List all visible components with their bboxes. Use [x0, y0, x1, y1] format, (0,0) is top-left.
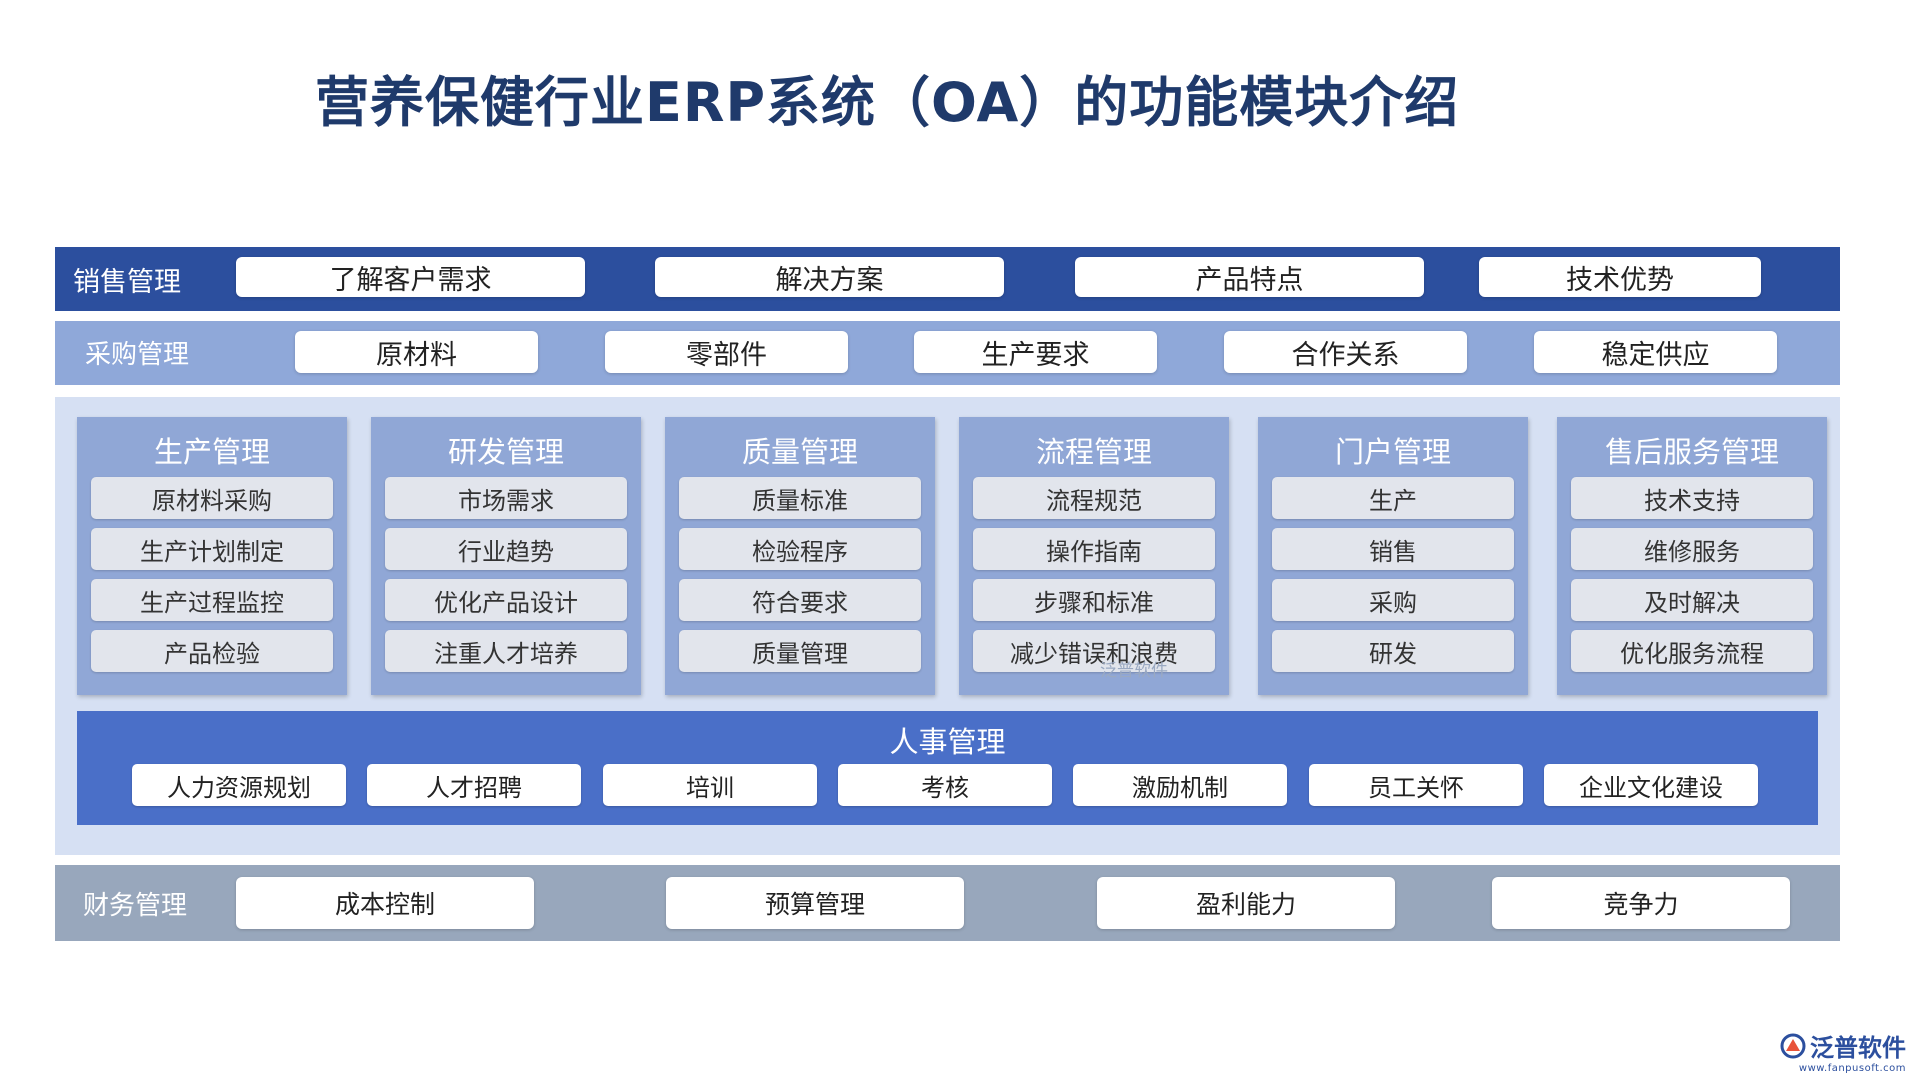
finance-item: 成本控制	[236, 877, 534, 929]
purchase-management-label: 采购管理	[85, 340, 190, 370]
core-modules-area: 生产管理 原材料采购 生产计划制定 生产过程监控 产品检验 研发管理 市场需求 …	[55, 397, 1840, 855]
module-item: 符合要求	[679, 579, 921, 621]
sales-item: 产品特点	[1075, 257, 1424, 297]
module-item: 流程规范	[973, 477, 1215, 519]
module-title: 售后服务管理	[1604, 435, 1779, 469]
module-item: 生产	[1272, 477, 1514, 519]
purchase-item: 稳定供应	[1534, 331, 1777, 373]
finance-item: 盈利能力	[1097, 877, 1395, 929]
module-item: 优化服务流程	[1571, 630, 1813, 672]
module-item: 检验程序	[679, 528, 921, 570]
module-after-sales: 售后服务管理 技术支持 维修服务 及时解决 优化服务流程	[1557, 417, 1827, 695]
module-item: 产品检验	[91, 630, 333, 672]
module-item: 减少错误和浪费	[973, 630, 1215, 672]
module-item: 研发	[1272, 630, 1514, 672]
watermark: 泛普软件	[1100, 661, 1168, 681]
module-item: 市场需求	[385, 477, 627, 519]
purchase-item: 零部件	[605, 331, 848, 373]
module-item: 步骤和标准	[973, 579, 1215, 621]
module-item: 行业趋势	[385, 528, 627, 570]
module-item: 优化产品设计	[385, 579, 627, 621]
sales-management-label: 销售管理	[73, 267, 181, 298]
module-item: 操作指南	[973, 528, 1215, 570]
module-item: 质量标准	[679, 477, 921, 519]
finance-item: 预算管理	[666, 877, 964, 929]
module-title: 门户管理	[1334, 435, 1451, 469]
module-title: 研发管理	[447, 435, 564, 469]
module-title: 生产管理	[153, 435, 270, 469]
hr-item: 人力资源规划	[132, 764, 346, 806]
hr-item: 员工关怀	[1309, 764, 1523, 806]
purchase-item: 生产要求	[914, 331, 1157, 373]
module-item: 技术支持	[1571, 477, 1813, 519]
module-item: 生产计划制定	[91, 528, 333, 570]
module-item: 生产过程监控	[91, 579, 333, 621]
module-quality: 质量管理 质量标准 检验程序 符合要求 质量管理	[665, 417, 935, 695]
module-item: 注重人才培养	[385, 630, 627, 672]
sales-item: 了解客户需求	[236, 257, 585, 297]
module-portal: 门户管理 生产 销售 采购 研发	[1258, 417, 1528, 695]
purchase-item: 原材料	[295, 331, 538, 373]
module-item: 维修服务	[1571, 528, 1813, 570]
hr-item: 培训	[603, 764, 817, 806]
module-title: 质量管理	[741, 435, 858, 469]
module-title: 流程管理	[1035, 435, 1152, 469]
sales-management-band: 销售管理 了解客户需求 解决方案 产品特点 技术优势	[55, 247, 1840, 311]
module-process: 流程管理 流程规范 操作指南 步骤和标准 减少错误和浪费	[959, 417, 1229, 695]
purchase-item: 合作关系	[1224, 331, 1467, 373]
module-item: 及时解决	[1571, 579, 1813, 621]
hr-item: 企业文化建设	[1544, 764, 1758, 806]
finance-management-label: 财务管理	[83, 891, 188, 921]
hr-item: 人才招聘	[367, 764, 581, 806]
hr-management-band: 人事管理 人力资源规划 人才招聘 培训 考核 激励机制 员工关怀 企业文化建设	[77, 711, 1818, 825]
hr-management-title: 人事管理	[889, 725, 1006, 759]
logo-url: www.fanpusoft.com	[1798, 1063, 1906, 1074]
purchase-management-band: 采购管理 原材料 零部件 生产要求 合作关系 稳定供应	[55, 321, 1840, 385]
finance-management-band: 财务管理 成本控制 预算管理 盈利能力 竞争力	[55, 865, 1840, 941]
page-title: 营养保健行业ERP系统（OA）的功能模块介绍	[315, 71, 1460, 134]
brand-logo: 泛普软件 www.fanpusoft.com	[1780, 1028, 1906, 1074]
sales-item: 解决方案	[655, 257, 1004, 297]
module-item: 采购	[1272, 579, 1514, 621]
hr-item: 激励机制	[1073, 764, 1287, 806]
finance-item: 竞争力	[1492, 877, 1790, 929]
module-production: 生产管理 原材料采购 生产计划制定 生产过程监控 产品检验	[77, 417, 347, 695]
logo-name: 泛普软件	[1810, 1034, 1906, 1062]
module-item: 质量管理	[679, 630, 921, 672]
module-rnd: 研发管理 市场需求 行业趋势 优化产品设计 注重人才培养	[371, 417, 641, 695]
module-item: 销售	[1272, 528, 1514, 570]
sales-item: 技术优势	[1479, 257, 1761, 297]
module-item: 原材料采购	[91, 477, 333, 519]
fanpu-logo-icon	[1780, 1033, 1806, 1058]
hr-item: 考核	[838, 764, 1052, 806]
